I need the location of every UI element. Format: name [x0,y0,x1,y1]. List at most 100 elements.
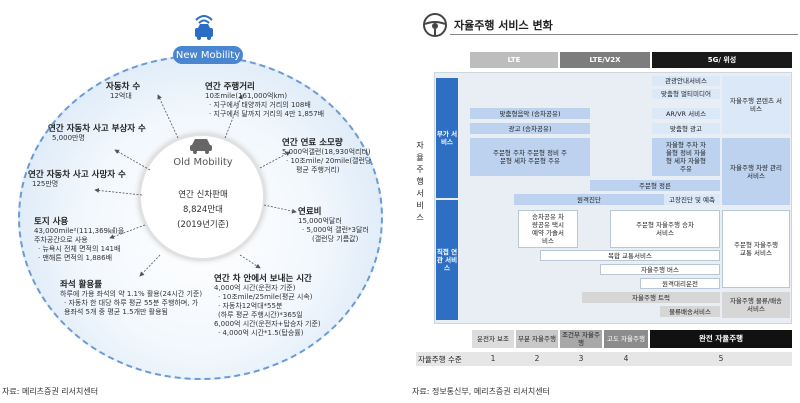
deaths-value: 125만명 [32,180,59,188]
item-time: 연간 차 안에서 보내는 시간 4,000억 시간(운전자 기준) · 10조m… [214,272,321,338]
cell-remote-driving: 원격대리운전 [640,278,720,289]
new-mobility-brand: New Mobility [173,46,243,64]
level-row-bg [416,352,792,366]
left-source: 자료: 메리츠증권 리서치센터 [2,387,99,396]
cell-logistics-delivery: 물류배송서비스 [660,306,720,317]
level-number-5: 5 [718,354,724,363]
header-lte: LTE [470,52,558,68]
center-value: 8,824만대 [183,205,223,215]
right-panel: 자율주행 서비스 변화 자율주행 서비스 LTE LTE/V2X 5G/ 위성 … [410,0,800,403]
distance-note-2: · 지구에서 달까지 거리의 4만 1,857배 [209,110,325,118]
fuelcost-value: 15,000억달러 [298,217,342,225]
cell-custom-ad: 맞춤형 광고 [652,123,720,134]
right-source: 자료: 정보통신부, 메리츠증권 리서치센터 [412,387,550,396]
time-value-2: 6,000억 시간(운전자+탑승자 기준) [214,320,321,328]
fuelcost-note-2: (갤런당 기름값) [312,235,359,243]
item-fuelcost: 연료비 15,000억달러 · 5,000억 갤런*3달러 (갤런당 기름값) [298,205,369,244]
right-content-service: 자율주행 콘텐츠 서비스 [722,76,790,134]
land-value-2: 주차공간으로 사용 [34,236,88,244]
center-year: (2019년기준) [177,220,229,230]
cell-multimodal-transport: 복합 교통서비스 [540,250,720,261]
cell-sharing-services: 승차공유 차량공유 택시예약 가솔서비스 [518,210,578,248]
cell-custom-multimedia: 맞춤형 멀티미디어 [652,89,720,99]
level-number-1: 1 [490,354,496,363]
arrow-lines [94,94,297,277]
steering-wheel-icon [423,13,447,37]
cell-autonomous-services: 자율형 주차 자율형 정비 자율형 세차 자율형 주유 [652,138,720,176]
utilization-label: 좌석 활용률 [60,280,103,290]
item-injured: 연간 자동차 사고 부상자 수 5,000만명 [48,122,146,143]
side-box-direct: 직접 연관 서비스 [436,200,458,320]
cell-autonomous-bus: 자율주행 버스 [600,264,720,275]
utilization-value: 하루에 가용 좌석의 약 1.1% 활용(24시간 기준) [60,290,203,298]
land-value: 43,000mile²(111,369㎢)을 [34,227,125,235]
distance-value: 10조mile(161,000억km) [205,92,288,100]
level-box-4: 고도 자율주행 [604,330,648,348]
right-title: 자율주행 서비스 변화 [454,19,553,32]
cell-remote-diagnosis: 원격진단 [514,194,664,205]
item-cars: 자동차 수 12억대 [106,80,140,101]
cars-value: 12억대 [110,92,132,100]
time-value: 4,000억 시간(운전자 기준) [214,284,296,292]
injured-label: 연간 자동차 사고 부상자 수 [48,124,146,134]
cell-on-demand-ride: 주문형 자율주행 승차서비스 [610,210,720,248]
time-note-1: · 10조mile/25mile(평균 시속) [218,293,313,301]
connected-car-icon [195,15,213,40]
land-label: 토지 사용 [34,217,69,227]
cars-label: 자동차 수 [106,82,141,92]
distance-note-1: · 지구에서 태양까지 거리의 108배 [209,101,311,109]
item-fuel: 연간 연료 소모량 5,000억갤런(18,930억리터) · 10조mile/… [282,136,371,175]
level-box-5: 완전 자율주행 [650,330,792,348]
level-box-1: 운전자 보조 [472,330,514,348]
fuel-note-2: 평균 주행거리) [296,166,340,174]
item-distance: 연간 주행거리 10조mile(161,000억km) · 지구에서 태양까지 … [205,80,324,119]
utilization-note-1: · 자동차 한 대당 하루 평균 55분 주행하며, 가 [64,299,199,307]
level-number-4: 4 [623,354,629,363]
fuelcost-note-1: · 5,000억 갤런*3달러 [302,226,369,234]
time-label: 연간 차 안에서 보내는 시간 [214,274,312,284]
title-underline [450,34,798,35]
item-deaths: 연간 자동차 사고 사망자 수 125만명 [28,168,126,189]
time-note-3: (하루 평균 주행시간)*365일 [218,311,303,319]
cell-ar-vr: AR/VR 서비스 [652,108,720,119]
right-vehicle-management: 자율주행 차량 관리 서비스 [722,138,790,205]
level-number-2: 2 [534,354,540,363]
header-5g: 5G/ 위성 [652,52,792,68]
item-land: 토지 사용 43,000mile²(111,369㎢)을 주차공간으로 사용 ·… [34,215,124,263]
cell-custom-music: 맞춤형음악 (승차공유) [470,108,590,119]
utilization-note-2: 용좌석 5개 중 평균 1.5개만 활용됨 [64,308,168,316]
item-utilization: 좌석 활용률 하루에 가용 좌석의 약 1.1% 활용(24시간 기준) · 자… [60,278,202,317]
fuel-value: 5,000억갤런(18,930억리터) [282,148,371,156]
side-box-additional: 부가 서비스 [436,78,458,198]
land-note-2: · 맨해튼 면적의 1,886배 [38,254,113,262]
cell-on-demand-services: 주문형 주차 주문형 정비 주문형 세차 주문형 주유 [470,138,590,176]
land-note-1: · 뉴욕시 전체 면적의 141배 [38,245,121,253]
deaths-label: 연간 자동차 사고 사망자 수 [28,170,126,180]
cell-ad: 광고 (승차공유) [470,123,590,134]
level-box-2: 부분 자율주행 [516,330,558,348]
time-note-4: · 4,000억 시간*1.5(탑승률) [218,329,304,337]
car-icon [190,139,212,154]
cell-fault-prediction: 고장진단 및 예측 [664,194,720,205]
distance-label: 연간 주행거리 [205,82,255,92]
vertical-label: 자율주행 서비스 [416,141,424,222]
cell-on-demand-maintenance: 주문형 정른 [590,180,720,191]
level-box-3: 조건부 자율주행 [560,330,602,348]
center-title: 연간 신차판매 [178,190,228,200]
level-label: 자율주행 수준 [418,355,462,364]
left-panel: New Mobility Old Mobility 연간 신차판매 8,824만… [0,0,395,396]
fuel-note-1: · 10조mile/ 20mile(갤런당 [286,157,372,165]
header-lte-v2x: LTE/V2X [560,52,650,68]
fuelcost-label: 연료비 [298,207,322,217]
old-mobility-label: Old Mobility [173,157,233,168]
injured-value: 5,000만명 [52,134,85,142]
time-note-2: · 자동차12억대*55분 [218,302,283,310]
cell-tour-guide: 관광안내서비스 [652,76,720,86]
level-number-3: 3 [578,354,584,363]
old-mobility-circle [138,133,266,261]
right-logistics: 자율주행 물류/배송 서비스 [722,292,790,318]
fuel-label: 연간 연료 소모량 [282,138,343,148]
cell-autonomous-truck: 자율주행 트럭 [582,292,720,303]
right-on-demand-transport: 주문형 자율주행 교통 서비스 [722,210,790,288]
